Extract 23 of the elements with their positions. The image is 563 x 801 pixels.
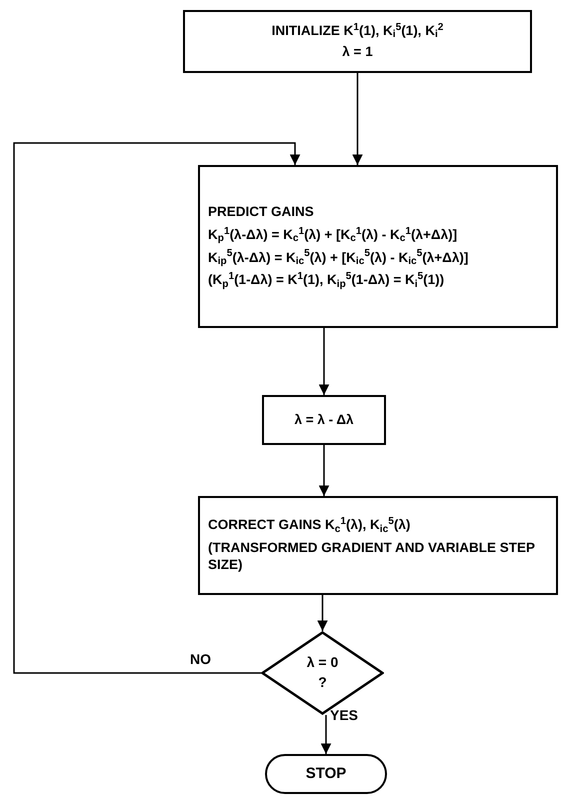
arrow — [318, 328, 330, 395]
box-text: K$_{ip}$$^{5}$(λ-Δλ) = K$_{ic}$$^{5}$(λ) + [K$_{ic}$$^{5}$(λ) - K$_{ic}$$^{5}$(λ+Δλ)] — [208, 250, 470, 266]
box-text: λ = 1 — [342, 44, 373, 60]
box-text: (TRANSFORMED GRADIENT AND VARIABLE STEP SIZE) — [208, 540, 536, 574]
process-box — [198, 496, 558, 595]
arrow — [13, 142, 300, 674]
arrow — [318, 445, 330, 496]
box-text: K$_{p}$$^{1}$(λ-Δλ) = K$_{c}$$^{1}$(λ) + [K$_{c}$$^{1}$(λ) - K$_{c}$$^{1}$(λ+Δλ)] — [208, 226, 458, 244]
process-box — [262, 395, 386, 445]
box-text: λ = λ - Δλ — [294, 412, 354, 428]
terminal-shape — [265, 754, 387, 794]
terminal-text: STOP — [306, 764, 346, 784]
process-box — [183, 10, 532, 73]
arrow — [317, 595, 328, 631]
box-heading: PREDICT GAINS — [208, 204, 315, 221]
box-heading: CORRECT GAINS K$_{c}$$^{1}$(λ), K$_{ic}$$^{5}$(λ) — [208, 517, 412, 534]
arrow — [320, 715, 332, 754]
edge-label: YES — [330, 708, 358, 722]
decision-text: λ = 0 ? — [306, 653, 340, 692]
box-text: (K$_{p}$$^{1}$(1-Δλ) = K$^{1}$(1), K$_{ip}$$^{5}$(1-Δλ) = K$_{i}$$^{5}$(1)) — [208, 272, 446, 290]
edge-label: NO — [190, 652, 211, 666]
arrow — [352, 73, 363, 165]
process-box — [198, 165, 558, 328]
